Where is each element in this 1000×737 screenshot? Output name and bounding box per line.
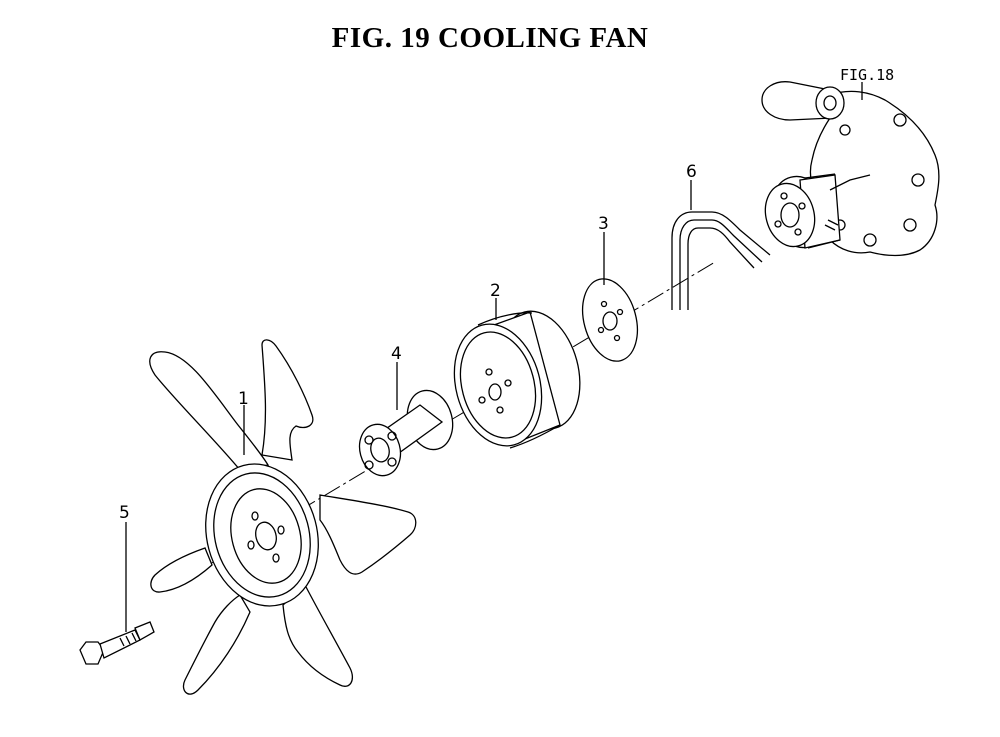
- callout-2: 2: [490, 281, 501, 301]
- part-2-pulley: [453, 310, 581, 449]
- part-3-plate: [581, 278, 639, 362]
- figure-title: FIG. 19 COOLING FAN: [331, 22, 649, 54]
- part-4-spacer: [358, 389, 454, 477]
- part-1-fan: [149, 339, 417, 695]
- callout-3: 3: [598, 214, 609, 234]
- part-6-belt: [671, 211, 771, 310]
- reference-fig18: FIG.18: [840, 66, 894, 84]
- leader-lines: [125, 82, 863, 632]
- water-pump-assembly: [761, 81, 940, 257]
- callout-4: 4: [391, 344, 402, 364]
- part-5-bolt: [79, 621, 155, 665]
- callout-6: 6: [686, 162, 697, 182]
- callout-1: 1: [238, 389, 249, 409]
- callout-5: 5: [119, 503, 130, 523]
